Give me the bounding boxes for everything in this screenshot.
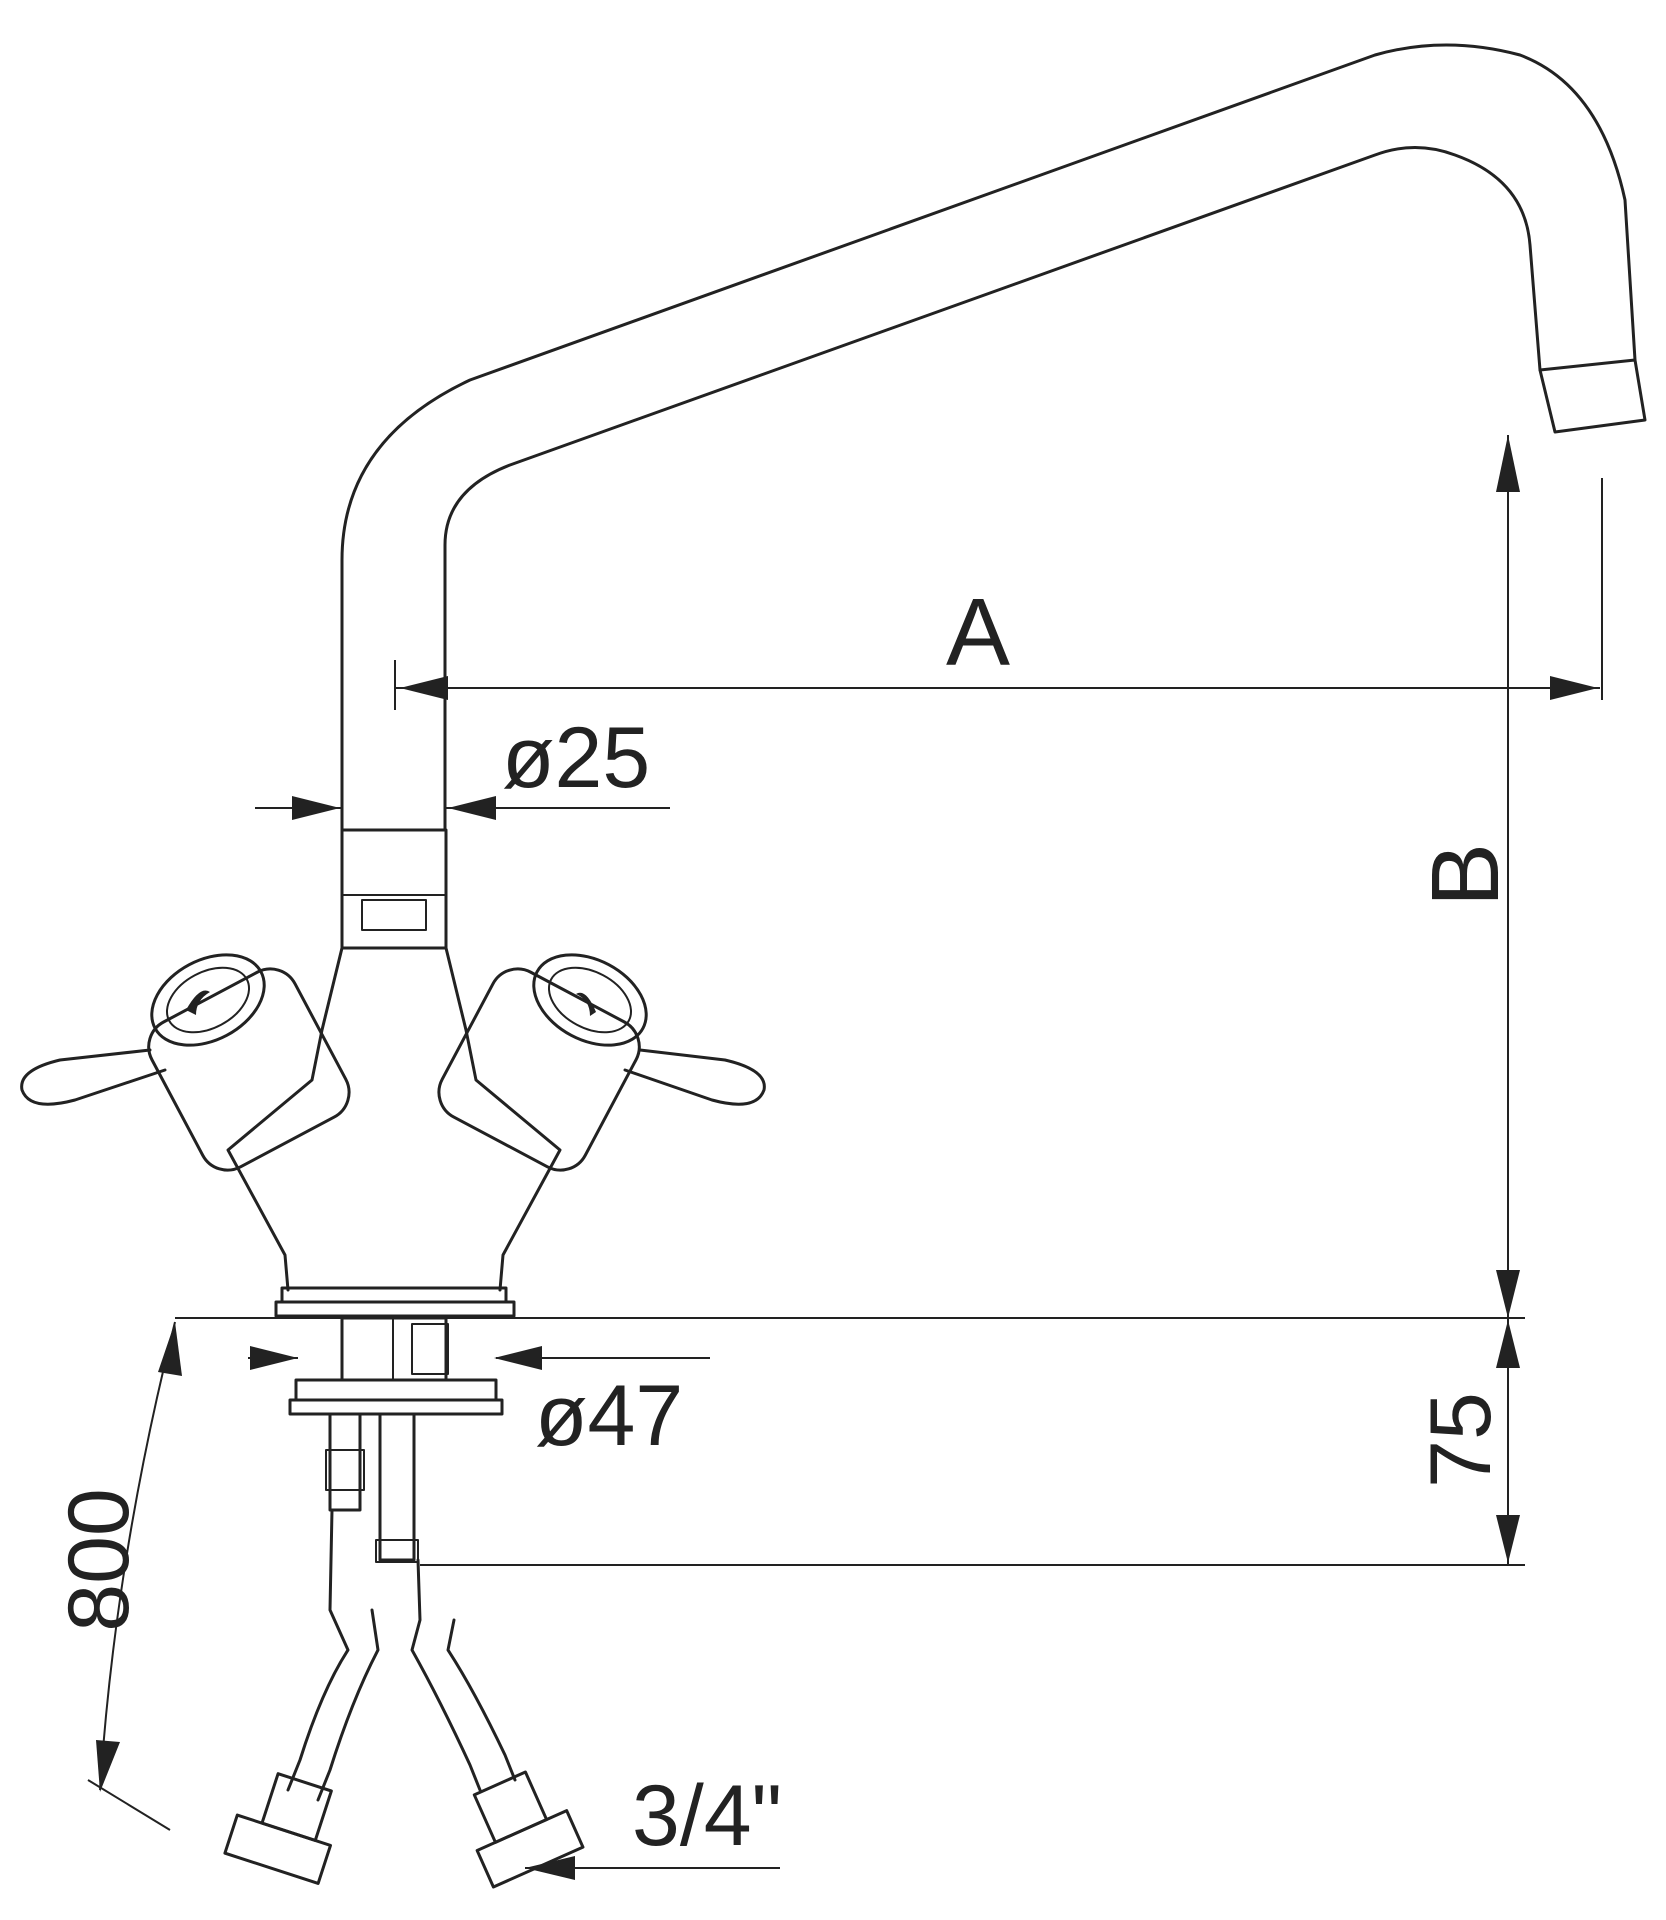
body-left-contour bbox=[226, 946, 344, 1292]
left-hose bbox=[286, 1508, 380, 1802]
dimension-b-arrow-top bbox=[1496, 435, 1520, 492]
dimension-diameter-47-arrow-right bbox=[494, 1346, 542, 1370]
hose-fitting-left bbox=[328, 1412, 362, 1512]
dimension-800: 800 bbox=[51, 1321, 182, 1831]
right-valve-cap bbox=[437, 967, 641, 1172]
collar-window bbox=[361, 899, 427, 931]
spout-inner-contour bbox=[443, 146, 1542, 832]
dimension-a: A bbox=[394, 478, 1603, 710]
dimension-75-label: 75 bbox=[1413, 1392, 1509, 1488]
dimension-diameter-25-label: ø25 bbox=[502, 710, 650, 806]
body-right-contour bbox=[444, 946, 562, 1292]
mounting-shank bbox=[288, 1316, 504, 1563]
left-cap-top bbox=[150, 953, 266, 1047]
dimension-diameter-25-arrow-left bbox=[292, 796, 340, 820]
dimension-connection-label: 3/4" bbox=[632, 1768, 782, 1864]
right-hose-nut bbox=[472, 1770, 549, 1844]
right-hose bbox=[410, 1558, 517, 1792]
dimension-b: B bbox=[1412, 435, 1520, 1318]
dimension-diameter-47-arrow-left bbox=[250, 1346, 298, 1370]
spout-outer-contour bbox=[340, 43, 1637, 832]
dimension-a-arrow-right bbox=[1550, 676, 1598, 700]
dimension-connection-arrow bbox=[525, 1856, 575, 1880]
dimension-diameter-47: ø47 bbox=[248, 1346, 710, 1464]
dimension-800-arrow-bottom bbox=[96, 1740, 120, 1792]
right-lever bbox=[623, 1048, 766, 1106]
right-cap-top bbox=[532, 953, 648, 1047]
spout-aerator bbox=[1538, 358, 1647, 434]
flexible-hoses bbox=[223, 1508, 585, 1889]
right-hot-cold-indicator-icon bbox=[576, 992, 596, 1016]
dimension-b-label: B bbox=[1412, 843, 1519, 907]
faucet-body bbox=[226, 828, 562, 1318]
dimension-800-label: 800 bbox=[51, 1488, 147, 1632]
left-hose-nut bbox=[260, 1772, 333, 1842]
dimension-800-arrow-top bbox=[158, 1322, 182, 1376]
dimension-a-arrow-left bbox=[400, 676, 448, 700]
left-valve-handle bbox=[20, 953, 351, 1172]
dimension-75-arrow-top bbox=[1496, 1320, 1520, 1368]
spout bbox=[340, 43, 1647, 832]
center-stud bbox=[378, 1412, 416, 1562]
dimension-diameter-25-arrow-right bbox=[448, 796, 496, 820]
left-lever bbox=[20, 1048, 167, 1106]
base-flange bbox=[274, 1300, 516, 1318]
dimension-b-arrow-bottom bbox=[1496, 1270, 1520, 1318]
dimension-diameter-25: ø25 bbox=[255, 710, 670, 820]
dimension-diameter-47-label: ø47 bbox=[535, 1368, 683, 1464]
base-flange-top bbox=[280, 1286, 508, 1304]
mounting-washer bbox=[294, 1378, 498, 1402]
dimension-a-label: A bbox=[946, 579, 1010, 686]
left-valve-cap bbox=[147, 967, 351, 1172]
spout-collar bbox=[340, 828, 448, 950]
mounting-nut bbox=[288, 1398, 504, 1416]
dimension-connection: 3/4" bbox=[525, 1768, 782, 1880]
left-hot-cold-indicator-icon bbox=[186, 990, 210, 1015]
dimension-75: 75 bbox=[175, 1317, 1525, 1566]
dimension-75-arrow-bottom bbox=[1496, 1515, 1520, 1563]
right-valve-handle bbox=[437, 953, 766, 1172]
